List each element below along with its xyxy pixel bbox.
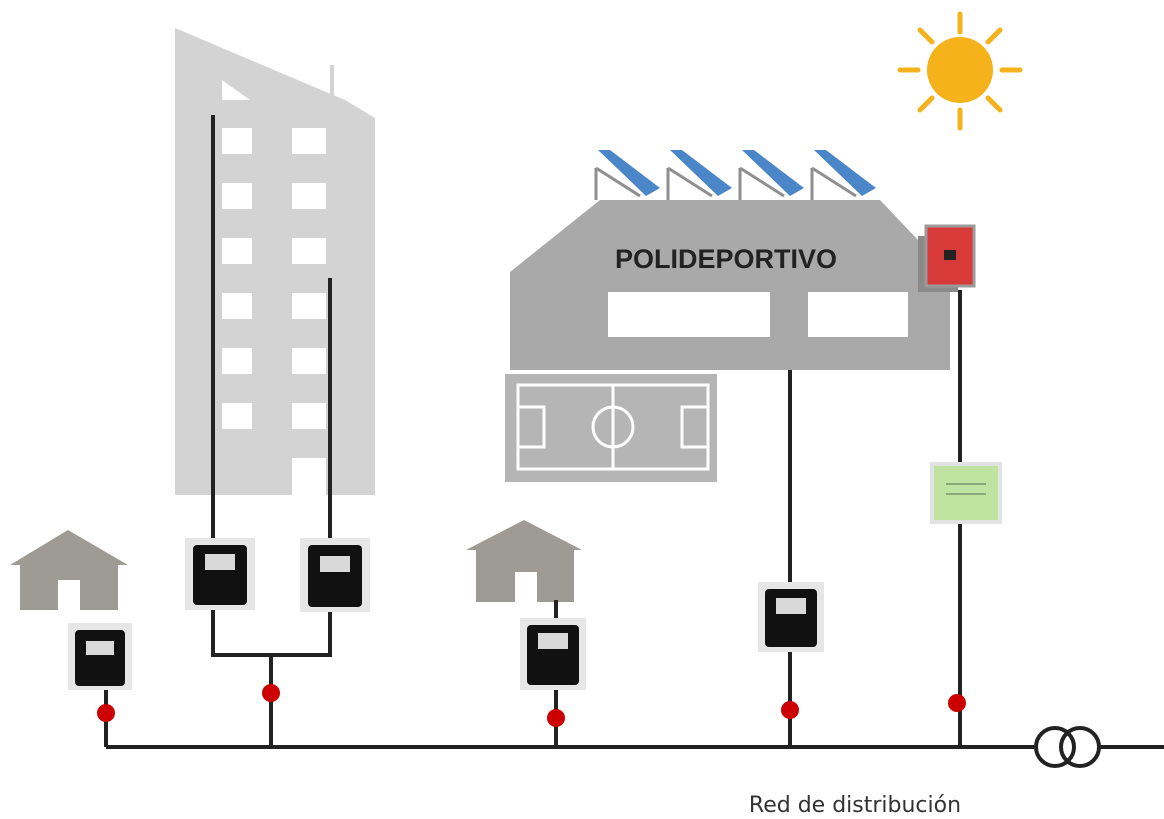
connection-point-icon (948, 694, 966, 712)
house-icon (466, 520, 582, 602)
connection-point-icon (547, 709, 565, 727)
connection-point-icon (97, 704, 115, 722)
connection-points (97, 684, 966, 727)
connection-point-icon (781, 701, 799, 719)
apartment-building-icon (175, 28, 375, 495)
inverter-icon (918, 224, 976, 292)
electricity-meter-icon (758, 582, 824, 652)
electricity-meter-icon (185, 538, 255, 610)
distribution-network-label: Red de distribución (749, 793, 961, 818)
connection-point-icon (262, 684, 280, 702)
solar-panel-icon (598, 150, 876, 196)
sports-center-building (510, 200, 950, 370)
sun-icon (897, 11, 1023, 131)
house-icon (10, 530, 128, 610)
football-field-icon (505, 374, 717, 482)
controller-box-icon (930, 462, 1002, 524)
electricity-meter-icon (520, 618, 586, 690)
solar-panels (594, 150, 876, 200)
wiring (104, 115, 1164, 749)
transformer-icon (1034, 726, 1101, 768)
sports-center-label: POLIDEPORTIVO (615, 244, 837, 274)
electricity-meter-icon (68, 623, 132, 690)
electricity-meter-icon (300, 538, 370, 612)
